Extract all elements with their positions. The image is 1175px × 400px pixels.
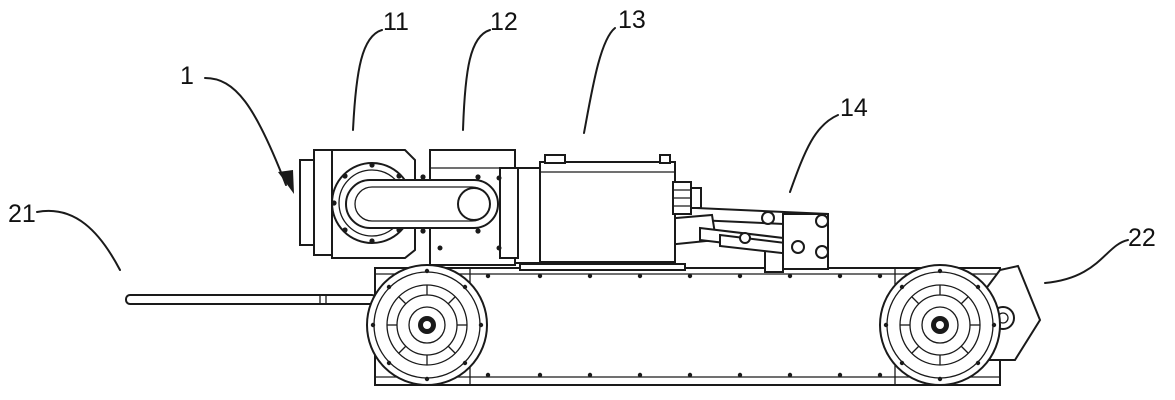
leader-joint-module — [462, 29, 491, 131]
label-control-box: 13 — [618, 6, 646, 34]
front-rod — [125, 294, 377, 305]
leader-rear-hitch — [1044, 239, 1129, 284]
front-wheel — [366, 264, 488, 386]
reference-labels: 1 11 12 13 14 21 22 — [8, 6, 1156, 252]
label-robot: 1 — [180, 62, 194, 90]
leader-robot-arrowhead — [278, 170, 294, 194]
label-joint-module: 12 — [490, 8, 518, 36]
leader-control-box — [583, 27, 616, 134]
chassis-rivets — [485, 273, 883, 378]
leader-front-rod — [36, 209, 121, 271]
rear-wheel — [879, 264, 1001, 386]
leader-camera-head — [352, 29, 383, 131]
camera-head — [299, 149, 499, 259]
control-box — [512, 154, 702, 264]
label-front-rod: 21 — [8, 200, 36, 228]
label-camera-head: 11 — [383, 8, 409, 36]
leader-lines — [36, 27, 1129, 284]
leader-robot — [204, 77, 287, 186]
label-lift-arm: 14 — [840, 94, 868, 122]
label-rear-hitch: 22 — [1128, 224, 1156, 252]
leader-lift-arm — [789, 114, 839, 193]
